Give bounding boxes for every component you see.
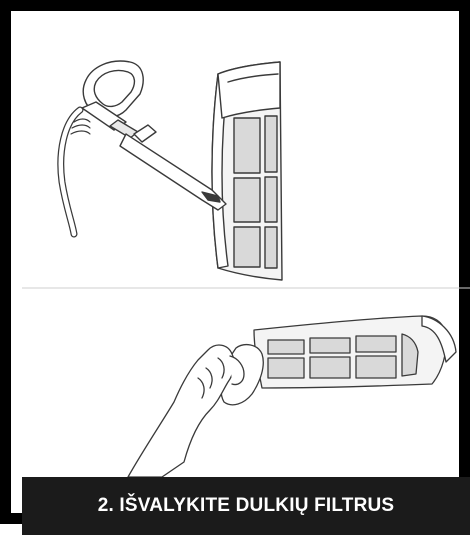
vacuum-hose — [61, 110, 90, 234]
instruction-card: 2. IŠVALYKITE DULKIŲ FILTRUS — [0, 0, 470, 524]
illustration-area — [22, 22, 470, 477]
filter-cartridge-bottom — [254, 316, 456, 388]
vacuum-cleaning-filter-illustration — [61, 61, 282, 280]
step-instruction-label: 2. IŠVALYKITE DULKIŲ FILTRUS — [98, 495, 395, 517]
crevice-tool — [120, 125, 226, 210]
hand-wiping-filter-illustration — [128, 316, 456, 477]
hand — [128, 345, 244, 477]
step-footer-bar: 2. IŠVALYKITE DULKIŲ FILTRUS — [22, 477, 470, 535]
vacuum-handle — [82, 61, 143, 138]
filter-cartridge-top — [212, 62, 282, 280]
